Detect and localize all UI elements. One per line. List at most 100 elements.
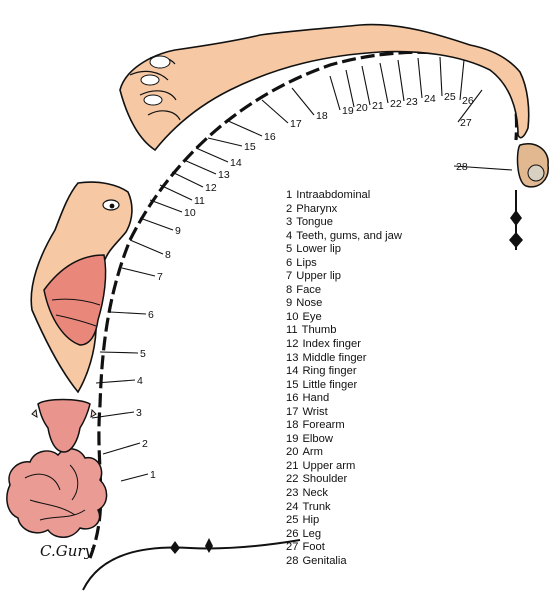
- legend-label: Genitalia: [302, 554, 347, 567]
- legend-label: Teeth, gums, and jaw: [296, 229, 402, 242]
- legend-label: Forearm: [302, 419, 345, 432]
- legend-label: Hip: [302, 514, 320, 527]
- legend-label: Upper arm: [302, 459, 356, 472]
- leader-line: [225, 119, 263, 137]
- legend-number: 14: [286, 365, 299, 378]
- number-label: 19: [342, 105, 354, 117]
- number-label: 18: [316, 110, 328, 122]
- legend-number: 17: [286, 405, 299, 418]
- number-label: 16: [264, 131, 276, 143]
- number-label: 7: [157, 271, 163, 283]
- legend-label: Hand: [302, 392, 330, 405]
- legend-number: 19: [286, 432, 299, 445]
- number-label: 10: [184, 207, 196, 219]
- leader-line: [129, 239, 164, 255]
- legend-label: Face: [296, 283, 322, 296]
- legend-label: Upper lip: [296, 270, 342, 283]
- leader-line: [417, 57, 423, 99]
- number-label: 4: [137, 375, 143, 387]
- legend-number: 6: [286, 256, 293, 269]
- leader-line: [139, 217, 174, 231]
- legend-number: 1: [286, 189, 293, 201]
- number-label: 15: [244, 141, 256, 153]
- genitalia-drawing: [516, 143, 549, 188]
- legend-label: Foot: [302, 541, 325, 554]
- leader-line: [120, 473, 149, 482]
- number-label: 17: [290, 118, 302, 130]
- legend-number: 25: [286, 514, 299, 527]
- leader-line: [459, 59, 465, 101]
- legend-number: 4: [286, 229, 293, 242]
- legend-number: 20: [286, 446, 299, 459]
- legend-number: 23: [286, 487, 299, 500]
- legend-number: 10: [286, 310, 299, 323]
- leader-line: [109, 311, 147, 315]
- number-label: 12: [205, 182, 217, 194]
- legend-number: 13: [286, 351, 299, 364]
- leader-line: [457, 89, 483, 123]
- legend-label: Nose: [296, 297, 323, 310]
- number-label: 14: [230, 157, 242, 169]
- leader-line: [207, 137, 243, 147]
- leader-line: [99, 351, 139, 354]
- leader-line: [183, 159, 217, 175]
- leader-line: [171, 171, 204, 188]
- number-label: 6: [148, 309, 154, 321]
- legend-label: Neck: [302, 487, 328, 500]
- number-label: 24: [424, 93, 436, 105]
- legend-number: 26: [286, 527, 299, 540]
- legend-label: Shoulder: [302, 473, 348, 486]
- leader-line: [291, 87, 315, 116]
- number-label: 25: [444, 91, 456, 103]
- leader-line: [95, 379, 136, 384]
- number-label: 9: [175, 225, 181, 237]
- legend-label: Thumb: [301, 324, 337, 337]
- leader-line: [159, 184, 193, 201]
- leader-line: [121, 267, 156, 277]
- legend-number: 18: [286, 419, 299, 432]
- legend-label: Trunk: [302, 500, 331, 513]
- legend-number: 27: [286, 541, 299, 554]
- number-label: 13: [218, 169, 230, 181]
- leader-line: [361, 65, 371, 106]
- legend-label: Middle finger: [302, 351, 367, 364]
- legend-label: Pharynx: [296, 202, 338, 215]
- legend-number: 8: [286, 283, 293, 296]
- legend-label: Eye: [302, 310, 322, 323]
- number-label: 23: [406, 96, 418, 108]
- legend-label: Arm: [302, 446, 323, 459]
- legend-number: 5: [286, 243, 293, 256]
- right-neuron-node: [509, 210, 523, 248]
- legend-number: 15: [286, 378, 299, 391]
- number-label: 22: [390, 98, 402, 110]
- legend-label: Little finger: [302, 378, 358, 391]
- legend-number: 11: [286, 324, 298, 337]
- hand-arm-drawing: [119, 23, 530, 152]
- signature: C.Gury: [40, 542, 94, 560]
- leader-line: [453, 165, 513, 171]
- number-label: 1: [150, 469, 156, 481]
- leader-line: [379, 62, 389, 104]
- leader-line: [91, 411, 135, 419]
- legend-number: 12: [286, 338, 299, 351]
- legend-label: Index finger: [302, 338, 361, 351]
- legend-label: Intraabdominal: [296, 189, 371, 201]
